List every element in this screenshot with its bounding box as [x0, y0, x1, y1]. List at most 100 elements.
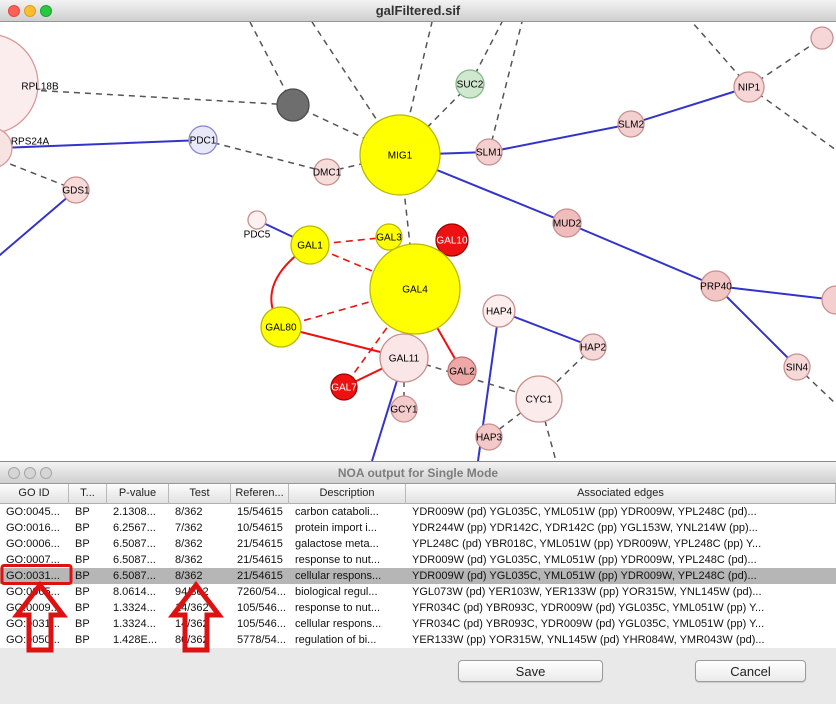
graph-edge-pp[interactable]	[630, 86, 750, 125]
table-cell-associated-edges: YDR244W (pp) YDR142C, YDR142C (pp) YGL15…	[412, 522, 758, 534]
graph-edge-dash[interactable]	[748, 86, 836, 151]
table-cell-description: galactose meta...	[295, 538, 379, 550]
graph-node-GAL80[interactable]	[260, 306, 302, 348]
graph-edge-pp[interactable]	[488, 123, 632, 153]
graph-node-gray[interactable]	[276, 88, 310, 122]
graph-node-PDC5[interactable]	[247, 210, 267, 230]
graph-node-GAL4[interactable]	[369, 243, 461, 335]
graph-node-RPS24A[interactable]	[0, 128, 13, 168]
table-cell-reference: 5778/54...	[237, 634, 286, 646]
table-cell-p-value: 1.3324...	[113, 618, 156, 630]
graph-edge-dash[interactable]	[488, 22, 523, 153]
column-header-associated-edges[interactable]: Associated edges	[406, 484, 836, 504]
graph-node-GAL10[interactable]	[435, 223, 469, 257]
graph-edge-reddash[interactable]	[343, 288, 416, 388]
graph-edge-pp[interactable]	[498, 310, 594, 348]
graph-node-corner[interactable]	[810, 26, 834, 50]
graph-node-SLM2[interactable]	[617, 110, 645, 138]
graph-node-PDC1[interactable]	[188, 125, 218, 155]
column-header-test[interactable]: Test	[169, 484, 231, 504]
zoom-icon[interactable]	[40, 5, 52, 17]
table-cell-reference: 105/546...	[237, 602, 286, 614]
graph-node-HAP2[interactable]	[579, 333, 607, 361]
graph-node-MIG1[interactable]	[359, 114, 441, 196]
network-window-title: galFiltered.sif	[375, 3, 461, 18]
table-cell-type: BP	[75, 602, 90, 614]
column-header-go-id[interactable]: GO ID	[0, 484, 69, 504]
graph-node-label: NIP1	[738, 83, 761, 94]
graph-node-GDS1[interactable]	[62, 176, 90, 204]
graph-node-GCY1[interactable]	[390, 395, 418, 423]
table-cell-associated-edges: YDR009W (pd) YGL035C, YML051W (pp) YDR00…	[412, 506, 757, 518]
graph-node-GAL1[interactable]	[290, 225, 330, 265]
graph-node-label: SLM1	[476, 148, 503, 159]
table-cell-test: 14/362	[175, 618, 209, 630]
noa-titlebar[interactable]: NOA output for Single Mode	[0, 462, 836, 484]
graph-node-edgeR[interactable]	[821, 285, 836, 315]
graph-node-PRP40[interactable]	[700, 270, 732, 302]
graph-node-label: GCY1	[390, 405, 418, 416]
graph-edge-dash[interactable]	[29, 89, 294, 106]
table-cell-go-id: GO:0065...	[6, 586, 60, 598]
graph-edge-pp[interactable]	[715, 285, 798, 368]
graph-edge-pp[interactable]	[0, 189, 77, 260]
graph-node-NIP1[interactable]	[733, 71, 765, 103]
table-cell-p-value: 6.5087...	[113, 538, 156, 550]
graph-node-SUC2[interactable]	[455, 69, 485, 99]
table-cell-associated-edges: YFR034C (pd) YBR093C, YDR009W (pd) YGL03…	[412, 602, 765, 614]
graph-node-HAP4[interactable]	[482, 294, 516, 328]
column-header-reference[interactable]: Referen...	[231, 484, 289, 504]
graph-edge-pp[interactable]	[0, 139, 204, 149]
graph-edge-pp[interactable]	[715, 285, 836, 301]
graph-node-GAL7[interactable]	[330, 373, 358, 401]
graph-edge-dash[interactable]	[399, 83, 471, 156]
table-cell-test: 8/362	[175, 570, 203, 582]
graph-node-MUD2[interactable]	[552, 208, 582, 238]
zoom-icon[interactable]	[40, 467, 52, 479]
table-cell-reference: 10/54615	[237, 522, 283, 534]
table-cell-type: BP	[75, 570, 90, 582]
graph-edge-dash[interactable]	[796, 366, 836, 405]
graph-node-HAP3[interactable]	[475, 423, 503, 451]
graph-node-label: HAP2	[580, 343, 607, 354]
graph-node-SLM1[interactable]	[475, 138, 503, 166]
graph-node-SIN4[interactable]	[783, 353, 811, 381]
graph-node-RPL18B[interactable]	[0, 34, 39, 134]
graph-node-GAL2[interactable]	[447, 356, 477, 386]
cancel-button[interactable]: Cancel	[695, 660, 806, 682]
graph-node-label: CYC1	[526, 395, 553, 406]
column-header-type[interactable]: T...	[69, 484, 107, 504]
table-cell-type: BP	[75, 538, 90, 550]
graph-node-GAL3[interactable]	[375, 223, 403, 251]
column-header-p-value[interactable]: P-value	[107, 484, 169, 504]
close-icon[interactable]	[8, 467, 20, 479]
graph-node-label: MIG1	[388, 151, 413, 162]
network-titlebar[interactable]: galFiltered.sif	[0, 0, 836, 22]
table-cell-test: 8/362	[175, 554, 203, 566]
graph-edge-dash[interactable]	[292, 104, 401, 156]
minimize-icon[interactable]	[24, 467, 36, 479]
minimize-icon[interactable]	[24, 5, 36, 17]
column-header-description[interactable]: Description	[289, 484, 406, 504]
graph-node-GAL11[interactable]	[379, 333, 429, 383]
table-cell-go-id: GO:0006...	[6, 538, 60, 550]
graph-edge-pp[interactable]	[566, 222, 717, 287]
save-button[interactable]: Save	[458, 660, 603, 682]
graph-edge-dash[interactable]	[202, 139, 328, 173]
table-cell-p-value: 1.428E...	[113, 634, 158, 646]
graph-node-CYC1[interactable]	[515, 375, 563, 423]
table-cell-go-id: GO:0031...	[6, 618, 60, 630]
table-cell-description: biological regul...	[295, 586, 378, 598]
close-icon[interactable]	[8, 5, 20, 17]
graph-node-DMC1[interactable]	[313, 158, 341, 186]
